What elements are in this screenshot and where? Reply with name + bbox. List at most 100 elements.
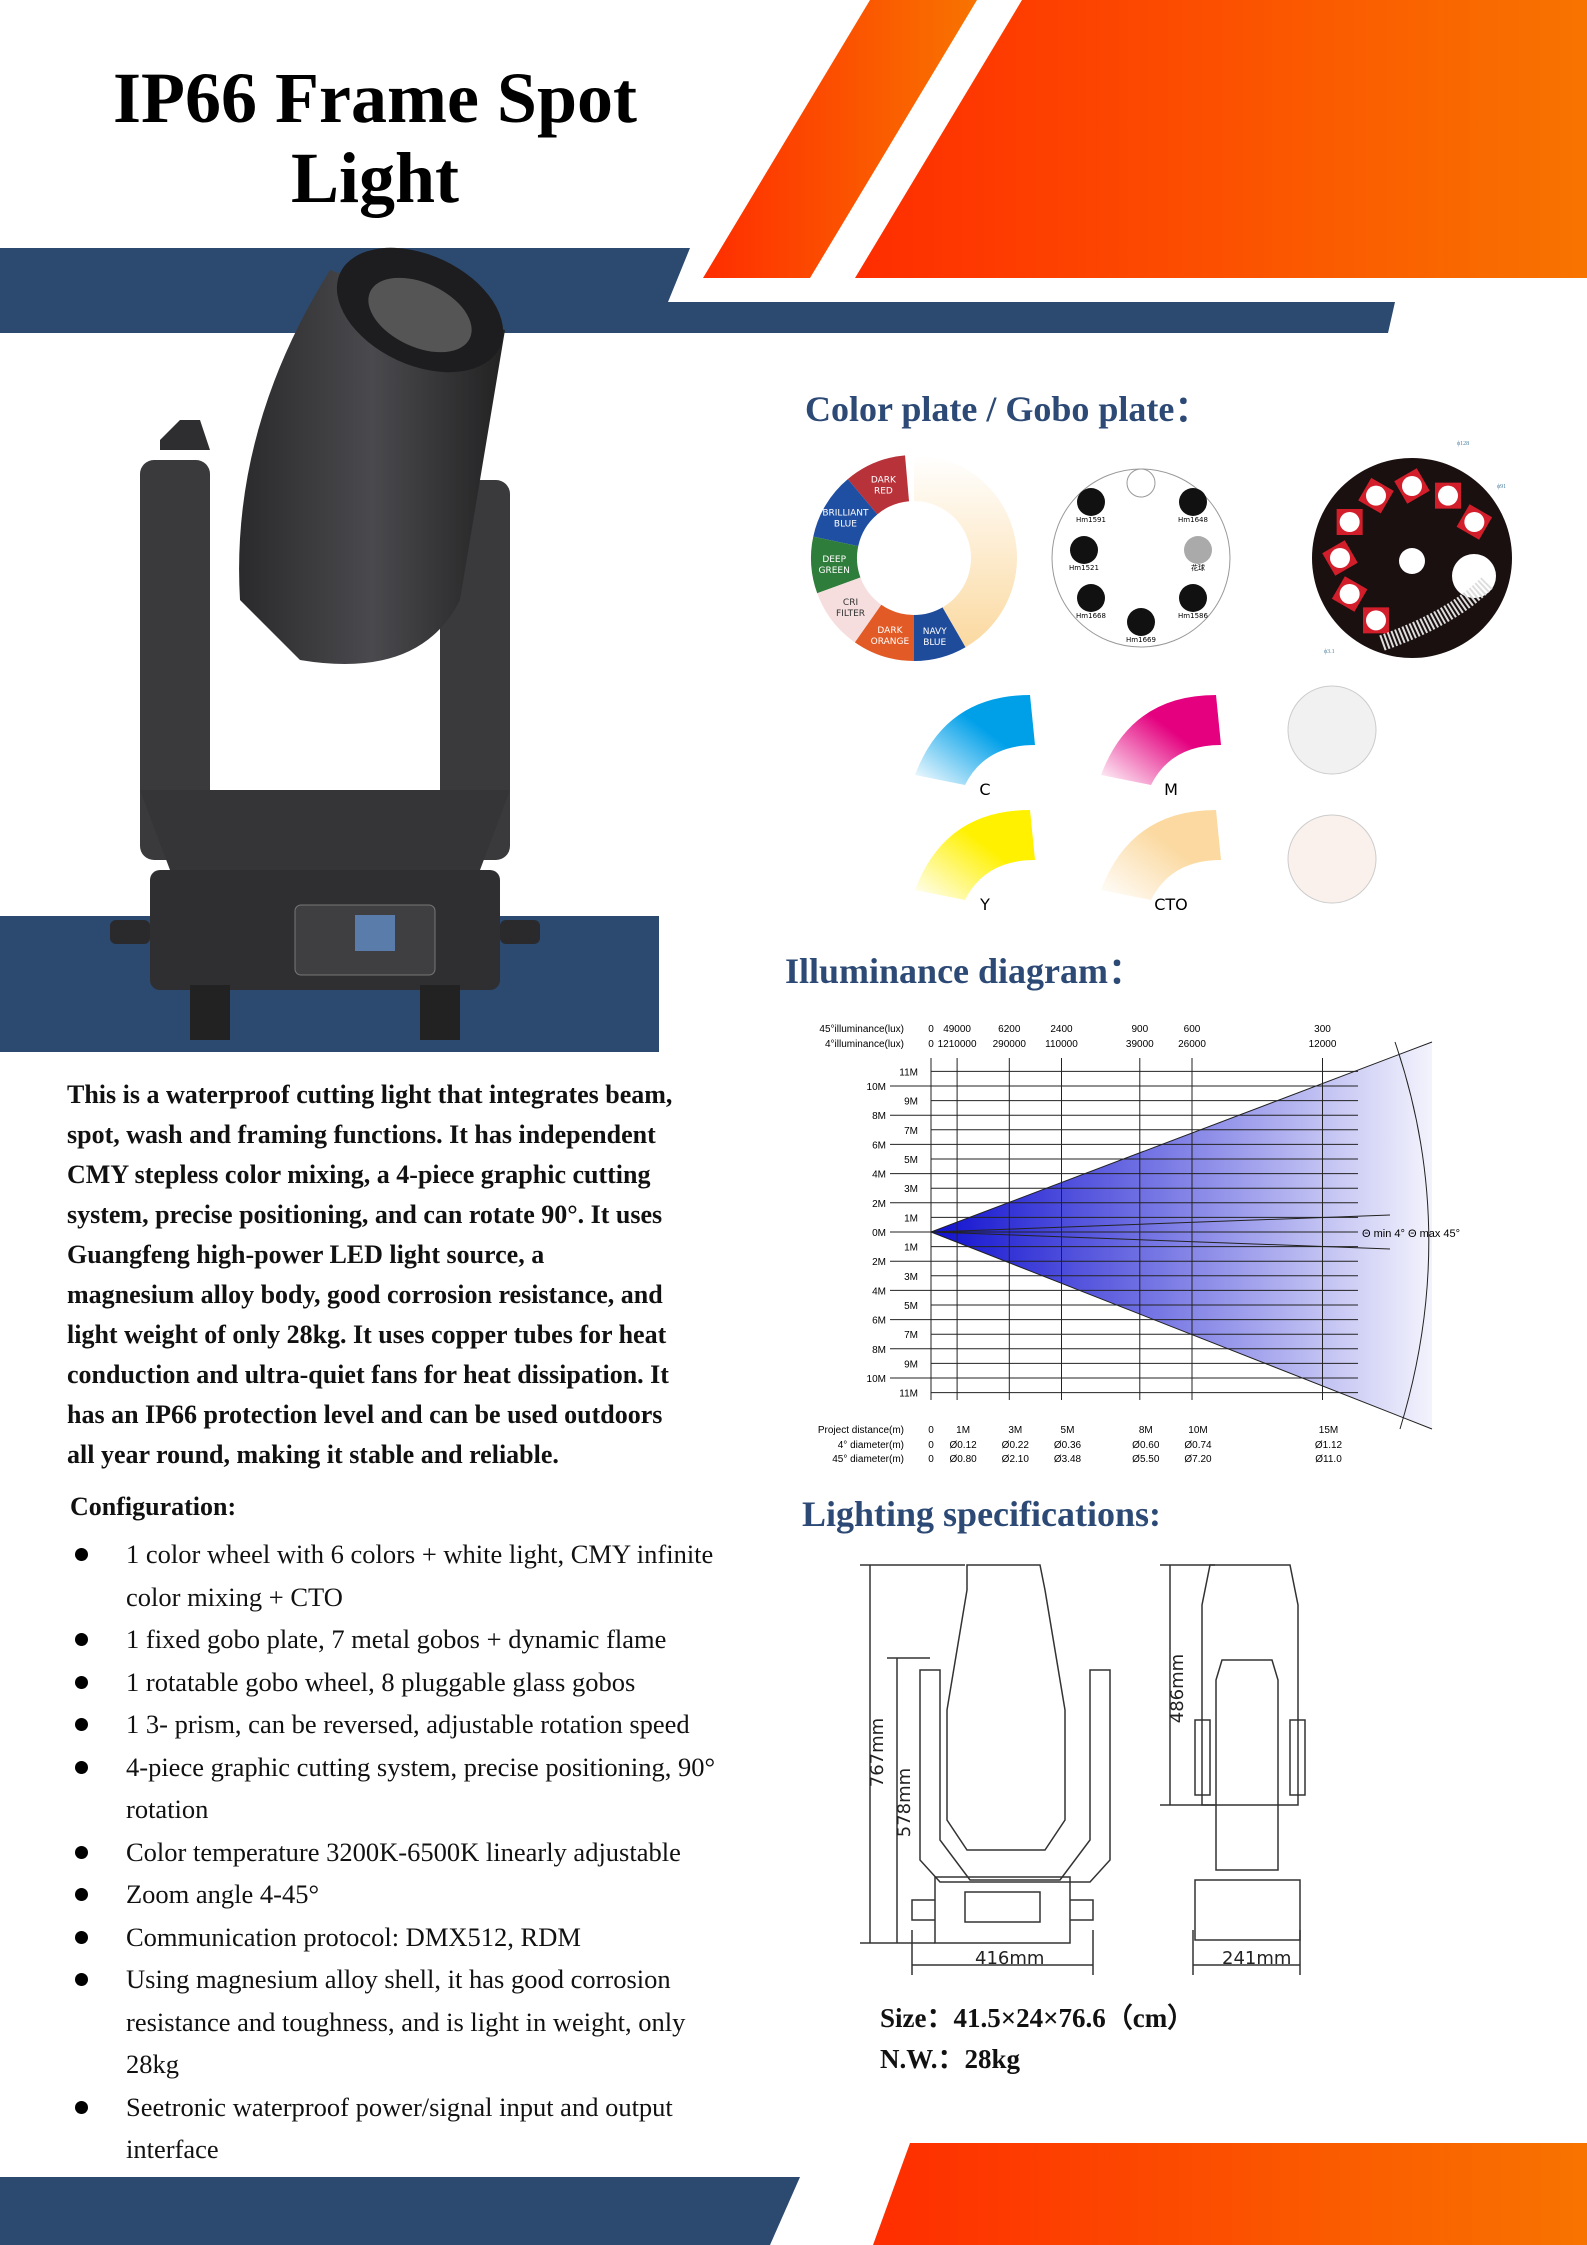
- cmy-label: CTO: [1154, 895, 1188, 914]
- color-segment: [811, 536, 861, 594]
- illuminance-diagram: 11M10M9M8M7M6M5M4M3M2M1M0M1M2M3M4M5M6M7M…: [818, 1024, 1460, 1465]
- orange-stripe-wide: [855, 0, 1587, 278]
- glass-gobo-icon: [1438, 485, 1458, 506]
- y-tick-label: 10M: [867, 1082, 886, 1093]
- diam-45-value: Ø0.80: [949, 1454, 977, 1465]
- page-title: IP66 Frame Spot Light: [113, 58, 637, 218]
- front-view-drawing: [860, 1564, 1111, 1975]
- cmy-fan-m: [1101, 695, 1221, 785]
- config-item-text: Seetronic waterproof power/signal input …: [126, 2091, 673, 2165]
- bullet-icon: [75, 1548, 88, 1561]
- diam-45-value: Ø3.48: [1054, 1454, 1082, 1465]
- color-label: DEEP: [822, 555, 846, 565]
- color-label: RED: [874, 487, 893, 497]
- config-item-text: 4-piece graphic cutting system, precise …: [126, 1751, 716, 1825]
- cmy-fan-y: [915, 810, 1035, 900]
- diam-4-value: Ø0.74: [1184, 1440, 1212, 1451]
- lux-45-value: 49000: [943, 1024, 971, 1035]
- config-item: Communication protocol: DMX512, RDM: [70, 1916, 770, 1959]
- lux-4-value: 12000: [1309, 1039, 1337, 1050]
- diam-45-value: Ø5.50: [1132, 1454, 1160, 1465]
- color-label: CRI: [843, 598, 858, 608]
- color-segment: [914, 607, 966, 661]
- color-label: GREEN: [819, 566, 850, 576]
- diam-4-value: Ø0.60: [1132, 1440, 1160, 1451]
- row-label: 45° diameter(m): [832, 1454, 904, 1465]
- diam-4-value: Ø0.36: [1054, 1440, 1082, 1451]
- row-label: 4° diameter(m): [838, 1440, 904, 1451]
- diam-45-value: Ø11.0: [1315, 1454, 1342, 1465]
- config-item: Zoom angle 4-45°: [70, 1873, 770, 1916]
- y-tick-label: 9M: [904, 1097, 918, 1108]
- config-item: Seetronic waterproof power/signal input …: [70, 2086, 770, 2171]
- lux-4-value: 0: [928, 1039, 934, 1050]
- config-item-text: Color temperature 3200K-6500K linearly a…: [126, 1836, 681, 1867]
- lux-4-value: 26000: [1178, 1039, 1206, 1050]
- beam-edge: [930, 1231, 1433, 1430]
- diam-4-value: Ø0.12: [949, 1440, 977, 1451]
- beam-cone: [931, 1042, 1432, 1429]
- glass-gobo-icon: [1339, 584, 1360, 604]
- gobo-icon: [1179, 584, 1207, 612]
- gobo-icon: [1070, 536, 1098, 564]
- config-item: 1 fixed gobo plate, 7 metal gobos + dyna…: [70, 1618, 770, 1661]
- y-tick-label: 2M: [872, 1257, 886, 1268]
- distance-value: 15M: [1319, 1425, 1338, 1436]
- y-tick-label: 1M: [904, 1243, 918, 1254]
- config-item: Color temperature 3200K-6500K linearly a…: [70, 1831, 770, 1874]
- y-tick-label: 3M: [904, 1184, 918, 1195]
- color-label: BRILLIANT: [822, 508, 869, 518]
- lux-45-value: 900: [1131, 1024, 1148, 1035]
- diam-4-value: 0: [928, 1440, 934, 1451]
- gobo-label: Hm1521: [1069, 564, 1099, 572]
- dim-height-total: 767mm: [867, 1717, 889, 1788]
- side-view-drawing: [1160, 1564, 1306, 1975]
- orange-stripe-thin: [703, 0, 977, 278]
- y-tick-label: 2M: [872, 1199, 886, 1210]
- lux-45-value: 0: [928, 1024, 934, 1035]
- color-gobo-heading: Color plate / Gobo plate：: [805, 389, 1211, 429]
- glass-gobo-icon: [1330, 548, 1350, 568]
- glass-gobo-icon: [1366, 485, 1386, 506]
- color-label: BLUE: [834, 519, 857, 529]
- bullet-icon: [75, 1973, 88, 1986]
- gobo-label: Hm1668: [1076, 612, 1106, 620]
- config-item: Using magnesium alloy shell, it has good…: [70, 1958, 770, 2086]
- cmy-label: C: [979, 780, 990, 799]
- gobo-label: Hm1586: [1178, 612, 1208, 620]
- diam-4-value: Ø1.12: [1315, 1440, 1343, 1451]
- cmy-fan-c: [915, 695, 1035, 785]
- diam-45-value: 0: [928, 1454, 934, 1465]
- bullet-icon: [75, 1675, 88, 1689]
- lux-4-value: 1210000: [938, 1039, 977, 1050]
- gobo-icon: [1127, 608, 1155, 636]
- dim-width-side: 241mm: [1222, 1948, 1292, 1969]
- y-tick-label: 5M: [904, 1301, 918, 1312]
- gobo-icon: [1077, 488, 1105, 516]
- y-tick-label: 6M: [872, 1316, 886, 1327]
- bullet-icon: [75, 1845, 88, 1859]
- angle-label: Θ min 4° Θ max 45°: [1362, 1228, 1460, 1240]
- config-item-text: Communication protocol: DMX512, RDM: [126, 1921, 581, 1952]
- y-tick-label: 11M: [899, 1067, 918, 1078]
- config-item-text: Zoom angle 4-45°: [126, 1879, 320, 1909]
- y-tick-label: 1M: [904, 1213, 918, 1224]
- white-cto-segment: [914, 455, 1017, 648]
- dim-width-front: 416mm: [975, 1948, 1045, 1969]
- configuration-list: 1 color wheel with 6 colors + white ligh…: [70, 1533, 770, 2171]
- diam-45-value: Ø7.20: [1184, 1454, 1212, 1465]
- product-description: This is a waterproof cutting light that …: [67, 1080, 673, 1469]
- gobo-label: Hm1669: [1126, 636, 1156, 644]
- bullet-icon: [75, 1718, 88, 1731]
- cmy-label: M: [1164, 780, 1178, 799]
- dim-label: ϕ3.1: [1324, 649, 1335, 655]
- y-tick-label: 11M: [899, 1389, 918, 1400]
- diam-4-value: Ø0.22: [1002, 1440, 1030, 1451]
- y-tick-label: 8M: [872, 1111, 886, 1122]
- cmy-label: Y: [979, 895, 990, 914]
- illuminance-heading: Illuminance diagram：: [785, 951, 1145, 991]
- configuration-heading: Configuration:: [70, 1492, 237, 1521]
- y-tick-label: 4M: [872, 1286, 886, 1297]
- color-segment: [854, 604, 914, 661]
- color-label: DARK: [871, 476, 897, 486]
